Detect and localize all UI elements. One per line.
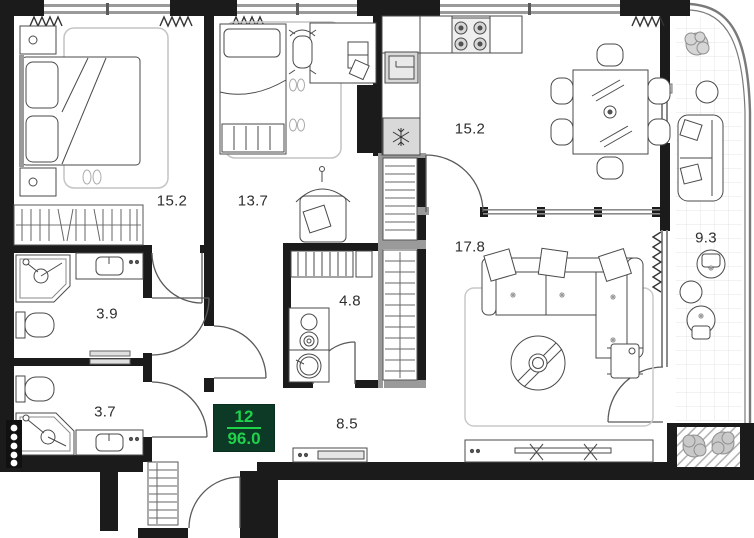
desk xyxy=(309,22,377,84)
tv-console xyxy=(464,439,654,463)
balcony-floor xyxy=(676,16,742,421)
laundry-fixtures xyxy=(288,250,373,383)
bedroom-2-furniture xyxy=(219,21,377,243)
washer-column xyxy=(288,307,330,383)
nightstand xyxy=(19,25,57,55)
corner-bathtub xyxy=(15,254,71,303)
single-bed xyxy=(219,23,287,155)
windows xyxy=(44,2,752,423)
balcony-sofa xyxy=(677,114,724,202)
nightstand xyxy=(19,167,57,197)
coffee-table xyxy=(510,335,566,391)
bathroom-2-fixtures xyxy=(6,375,144,468)
dining-chairs xyxy=(550,43,671,180)
kitchen-furniture xyxy=(381,15,671,180)
toilet xyxy=(15,375,55,403)
room-label-bathroom-1: 3.9 xyxy=(96,305,118,323)
pantry-closet xyxy=(382,157,418,241)
round-table xyxy=(679,280,703,304)
side-table xyxy=(607,343,643,379)
vanity-sink xyxy=(75,429,144,456)
vent-grille xyxy=(89,350,131,365)
fridge xyxy=(382,117,421,156)
room-label-kitchen-dining: 15.2 xyxy=(454,120,486,138)
corner-shower xyxy=(15,412,75,456)
stove xyxy=(451,17,491,54)
room-label-bedroom-2: 13.7 xyxy=(237,192,269,210)
kitchen-door xyxy=(425,154,484,213)
bedroom-1-door xyxy=(151,252,203,304)
bathroom-1-fixtures xyxy=(15,252,144,365)
toilet xyxy=(15,311,55,339)
bedroom-1-furniture xyxy=(19,25,169,197)
room-label-bathroom-2: 3.7 xyxy=(94,403,116,421)
doors xyxy=(151,154,664,529)
room-label-laundry: 4.8 xyxy=(339,292,361,310)
balcony-furniture xyxy=(677,31,726,340)
shelf xyxy=(290,250,354,278)
double-bed xyxy=(19,55,141,167)
plant-icon xyxy=(684,31,710,56)
corner-sofa xyxy=(481,247,644,359)
plant-bed xyxy=(677,427,740,467)
entry-closet xyxy=(147,461,179,526)
plant-icon xyxy=(682,431,735,458)
living-room-furniture xyxy=(464,247,654,463)
snowflake-icon xyxy=(392,128,410,146)
wardrobe-bedroom-1 xyxy=(13,204,144,246)
hallway-furniture xyxy=(292,447,368,463)
slippers-icon xyxy=(289,78,305,132)
apartment-number: 12 xyxy=(226,408,262,429)
towel-radiator xyxy=(6,420,22,468)
apartment-total-area: 96.0 xyxy=(227,429,261,448)
dining-table xyxy=(572,69,649,155)
hallway-closet xyxy=(382,249,418,381)
room-label-balcony: 9.3 xyxy=(695,229,717,247)
room-label-hallway: 8.5 xyxy=(336,415,358,433)
room-label-living-room: 17.8 xyxy=(454,238,486,256)
bedroom-2-door xyxy=(213,325,267,379)
cabinet xyxy=(355,250,373,278)
shoe-bench xyxy=(292,447,368,463)
balcony-armchair xyxy=(686,305,716,340)
apartment-badge: 12 96.0 xyxy=(213,404,275,452)
slippers-icon xyxy=(82,169,102,185)
kitchen-sink xyxy=(384,51,419,84)
bathroom-1-door xyxy=(151,297,210,356)
tv xyxy=(514,447,612,454)
closets xyxy=(13,157,418,526)
balcony-armchair xyxy=(696,249,726,279)
desk-chair xyxy=(288,29,317,75)
vanity-sink xyxy=(75,252,144,280)
bathroom-2-door xyxy=(151,381,208,438)
room-label-bedroom-1: 15.2 xyxy=(156,192,188,210)
entrance-door xyxy=(188,476,241,529)
armchair xyxy=(295,166,351,243)
round-table xyxy=(695,80,719,104)
